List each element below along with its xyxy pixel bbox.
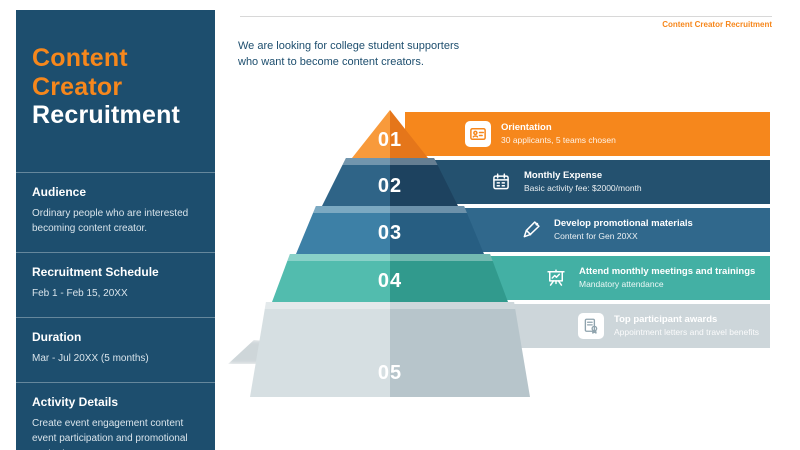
level-subtitle: Content for Gen 20XX [554,231,638,242]
title-line2: Creator [32,72,123,101]
section-heading: Recruitment Schedule [32,264,159,279]
page-title: Content Creator Recruitment [32,44,197,130]
header-rule [240,16,772,17]
level-bar-2: Monthly Expense Basic activity fee: $200… [430,160,770,204]
pyramid-level-number-3: 03 [377,222,403,244]
id-card-icon [465,121,491,147]
intro-text: We are looking for college student suppo… [238,40,460,68]
divider [16,381,215,383]
sidebar: Content Creator Recruitment Audience Ord… [16,10,215,450]
pyramid-level-number-2: 02 [377,175,403,197]
pyramid-level-number-5: 05 [377,362,403,384]
level-subtitle: Basic activity fee: $2000/month [524,183,642,194]
pyramid-tier-3 [296,206,484,254]
level-title: Monthly Expense [524,169,603,181]
divider [16,316,215,318]
pyramid-tier-5 [250,302,530,397]
section-heading: Activity Details [32,394,119,409]
section-heading: Duration [32,329,82,344]
sidebar-section-audience: Audience Ordinary people who are interes… [32,173,197,252]
presentation-board-icon [543,265,569,291]
certificate-icon [578,313,604,339]
title-line3: Recruitment [32,101,181,129]
divider [16,251,215,253]
pyramid-tier-4 [272,254,508,302]
title-line1: Content [32,44,128,72]
section-body: Ordinary people who are interested becom… [32,207,189,234]
pen-icon [518,217,544,243]
sidebar-section-schedule: Recruitment Schedule Feb 1 - Feb 15, 20X… [32,253,197,317]
divider [16,171,215,173]
level-subtitle: Mandatory attendance [579,279,664,290]
level-title: Develop promotional materials [554,217,693,229]
level-bar-4: Attend monthly meetings and trainings Ma… [480,256,770,300]
level-title: Attend monthly meetings and trainings [579,265,756,277]
section-heading: Audience [32,184,87,199]
section-body: Mar - Jul 20XX (5 months) [32,352,149,364]
level-bar-5: Top participant awards Appointment lette… [505,304,770,348]
sidebar-section-activity: Activity Details Create event engagement… [32,383,197,450]
calendar-icon [488,169,514,195]
pyramid-level-number-4: 04 [377,270,403,292]
level-subtitle: 30 applicants, 5 teams chosen [501,135,616,146]
section-body: Create event engagement content event pa… [32,417,188,450]
pyramid-tier-2 [322,158,458,206]
pyramid-level-number-1: 01 [377,129,403,151]
section-body: Feb 1 - Feb 15, 20XX [32,287,128,299]
level-bar-1: Orientation 30 applicants, 5 teams chose… [405,112,770,156]
level-subtitle: Appointment letters and travel benefits [614,327,760,338]
header-label: Content Creator Recruitment [662,20,772,29]
level-title: Orientation [501,121,552,133]
level-bar-3: Develop promotional materials Content fo… [455,208,770,252]
level-title: Top participant awards [614,313,718,325]
sidebar-section-duration: Duration Mar - Jul 20XX (5 months) [32,318,197,382]
